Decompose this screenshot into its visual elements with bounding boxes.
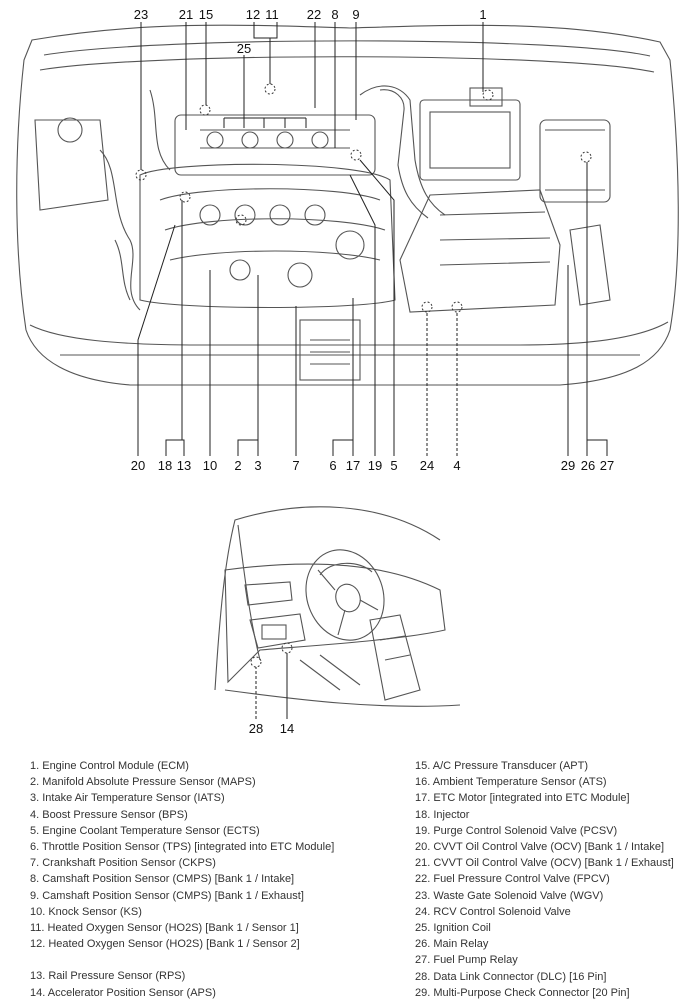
callout-19: 19 — [367, 458, 383, 473]
callout-9: 9 — [352, 7, 360, 22]
legend-item: 6. Throttle Position Sensor (TPS) [integ… — [30, 841, 335, 854]
callout-17: 17 — [345, 458, 361, 473]
legend-item: 26. Main Relay — [415, 938, 489, 951]
legend-item: 9. Camshaft Position Sensor (CMPS) [Bank… — [30, 889, 304, 902]
callout-8: 8 — [331, 7, 339, 22]
callout-18: 18 — [157, 458, 173, 473]
callout-20: 20 — [130, 458, 146, 473]
engine-bay-drawing — [16, 22, 679, 456]
legend-item: 2. Manifold Absolute Pressure Sensor (MA… — [30, 776, 256, 789]
legend-gap — [30, 952, 334, 968]
legend-left: 1. Engine Control Module (ECM) 2. Manifo… — [30, 758, 334, 1001]
legend-item: 29. Multi-Purpose Check Connector [20 Pi… — [415, 986, 630, 999]
callout-12: 12 — [245, 7, 261, 22]
callout-29: 29 — [560, 458, 576, 473]
legend-item: 3. Intake Air Temperature Sensor (IATS) — [30, 792, 225, 805]
legend-item: 16. Ambient Temperature Sensor (ATS) — [415, 776, 607, 789]
legend-item: 27. Fuel Pump Relay — [415, 954, 518, 967]
legend-item: 22. Fuel Pressure Control Valve (FPCV) — [415, 873, 610, 886]
legend-item: 20. CVVT Oil Control Valve (OCV) [Bank 1… — [415, 841, 665, 854]
callout-7: 7 — [292, 458, 300, 473]
legend-item: 21. CVVT Oil Control Valve (OCV) [Bank 1… — [415, 857, 674, 870]
legend-item: 15. A/C Pressure Transducer (APT) — [415, 760, 589, 772]
callout-11: 11 — [265, 7, 279, 22]
callout-26: 26 — [580, 458, 596, 473]
legend-item: 11. Heated Oxygen Sensor (HO2S) [Bank 1 … — [30, 922, 299, 935]
legend-item: 17. ETC Motor [integrated into ETC Modul… — [415, 792, 630, 805]
legend-item: 19. Purge Control Solenoid Valve (PCSV) — [415, 824, 618, 837]
callout-6: 6 — [329, 458, 337, 473]
callout-21: 21 — [178, 7, 194, 22]
callout-28: 28 — [248, 721, 264, 736]
legend-item: 8. Camshaft Position Sensor (CMPS) [Bank… — [30, 873, 295, 886]
callout-2: 2 — [234, 458, 242, 473]
legend-item: 13. Rail Pressure Sensor (RPS) — [30, 970, 186, 983]
callout-1: 1 — [479, 7, 487, 22]
legend-item: 12. Heated Oxygen Sensor (HO2S) [Bank 1 … — [30, 938, 300, 951]
callout-14: 14 — [279, 721, 295, 736]
callout-3: 3 — [254, 458, 262, 473]
callout-23: 23 — [133, 7, 149, 22]
legend-item: 28. Data Link Connector (DLC) [16 Pin] — [415, 970, 607, 983]
callout-5: 5 — [390, 458, 398, 473]
callout-27: 27 — [599, 458, 615, 473]
callout-4: 4 — [453, 458, 461, 473]
legend-item: 23. Waste Gate Solenoid Valve (WGV) — [415, 889, 604, 902]
legend-item: 18. Injector — [415, 808, 470, 821]
legend-right: 15. A/C Pressure Transducer (APT) 16. Am… — [415, 758, 674, 1001]
legend-item: 4. Boost Pressure Sensor (BPS) — [30, 808, 188, 821]
legend-item: 24. RCV Control Solenoid Valve — [415, 905, 571, 918]
legend-item: 14. Accelerator Position Sensor (APS) — [30, 986, 216, 999]
legend-item: 25. Ignition Coil — [415, 922, 491, 935]
legend-item: 7. Crankshaft Position Sensor (CKPS) — [30, 857, 216, 870]
legend-item: 5. Engine Coolant Temperature Sensor (EC… — [30, 824, 260, 837]
callout-24: 24 — [419, 458, 435, 473]
callout-15: 15 — [198, 7, 214, 22]
callout-22: 22 — [306, 7, 322, 22]
callout-25: 25 — [236, 41, 252, 56]
legend-item: 10. Knock Sensor (KS) — [30, 905, 142, 918]
callout-10: 10 — [202, 458, 218, 473]
legend-item: 1. Engine Control Module (ECM) — [30, 760, 189, 772]
callout-13: 13 — [176, 458, 192, 473]
